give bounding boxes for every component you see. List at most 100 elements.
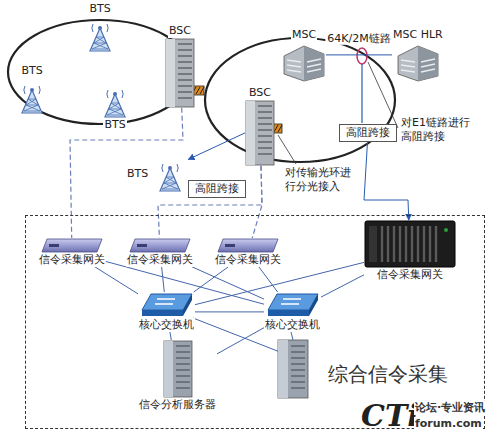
platform-region: 综合信令采集信令采集网关信令采集网关信令采集网关信令采集网关核心交换机核心交换机… [25, 215, 485, 429]
ring [8, 20, 192, 124]
gateway-server: 信令采集网关 [126, 238, 194, 267]
tap-marker [357, 48, 367, 64]
node-label: MSC [291, 28, 317, 42]
core-switch: 核心交换机 [138, 292, 195, 332]
core-switch: 核心交换机 [264, 292, 321, 332]
node-label: BTS [126, 167, 149, 181]
icon-part [90, 28, 110, 51]
link-line [95, 267, 138, 294]
node-label: 核心交换机 [138, 318, 195, 332]
icon-part [246, 101, 274, 165]
icon-part [218, 239, 278, 252]
dashed-link [70, 108, 183, 238]
icon-part [164, 341, 173, 397]
node-label: BTS [20, 64, 43, 78]
icon-part [142, 310, 183, 316]
node-label: 信令分析服务器 [138, 398, 217, 412]
link-line [217, 328, 264, 354]
icon-part [160, 168, 180, 191]
bts-tower: BTS [14, 64, 50, 114]
icon-part [382, 226, 436, 262]
hlr-building: MSC HLR [392, 28, 444, 82]
icon-part [398, 46, 438, 81]
gw-icon [129, 238, 191, 253]
link-line [170, 332, 171, 340]
tower-icon [14, 78, 50, 114]
node-label: 核心交换机 [264, 318, 321, 332]
tower-icon [82, 16, 118, 52]
bsc-icon [165, 38, 195, 108]
icon-part [284, 46, 324, 81]
callout-note: 对E1链路进行高阻跨接 [400, 116, 478, 145]
icon-part [258, 106, 272, 154]
server-building [278, 340, 308, 398]
link-label: 64K/2M链路 [325, 32, 392, 45]
icon-part [155, 299, 175, 304]
highrise-icon [163, 340, 193, 398]
bsc-building: BSC [165, 24, 195, 108]
analysis-server: 信令分析服务器 [138, 340, 217, 412]
icon-part [225, 244, 235, 247]
msc-icon [282, 42, 326, 82]
icon-part [278, 340, 288, 398]
leader-line [278, 135, 296, 164]
leader-line [368, 62, 398, 128]
icon-part [137, 244, 147, 247]
chassis-icon [364, 220, 456, 268]
icon-part [105, 94, 125, 117]
node-label: BSC [168, 24, 192, 38]
link-line [192, 267, 264, 299]
region-title: 综合信令采集 [326, 362, 450, 386]
watermark: CTi [360, 396, 420, 435]
watermark: forum.com [414, 417, 483, 431]
node-label: MSC HLR [392, 28, 444, 42]
icon-part [164, 341, 192, 397]
icon-part [92, 37, 108, 49]
bts-tower: BTS [97, 82, 133, 132]
icon-part [444, 228, 448, 232]
gateway-server: 信令采集网关 [38, 238, 106, 267]
gateway-server: 信令采集网关 [214, 238, 282, 267]
link-line [321, 275, 364, 297]
icon-part [291, 346, 305, 388]
link-line [195, 311, 264, 312]
icon-part [107, 103, 123, 115]
icon-part [304, 46, 324, 81]
icon-part [42, 239, 102, 252]
node-label: 信令采集网关 [376, 268, 444, 282]
gw-icon [41, 238, 103, 253]
wire [291, 332, 293, 340]
icon-part [246, 101, 255, 165]
node-label: BTS [103, 118, 126, 132]
icon-part [268, 310, 309, 316]
bsc-building: BSC [245, 86, 275, 166]
node-label: BSC [248, 86, 272, 100]
bts-tower: BTS [126, 156, 188, 192]
gw-icon [217, 238, 279, 253]
link-line [194, 267, 229, 292]
link-line [162, 267, 165, 292]
icon-part [287, 59, 321, 72]
icon-part [278, 340, 308, 398]
icon-part [130, 239, 190, 252]
link-line [364, 142, 409, 220]
gateway-chassis: 信令采集网关 [364, 220, 456, 282]
switch-icon [267, 292, 319, 318]
icon-part [365, 221, 455, 267]
icon-part [401, 59, 435, 72]
link-line [188, 133, 245, 160]
icon-part [369, 226, 377, 262]
switch-icon [141, 292, 193, 318]
tap-box: 高阻跨接 [339, 124, 397, 142]
icon-part [281, 299, 301, 304]
node-label: BTS [88, 2, 111, 16]
watermark: 论坛·专业资讯 [414, 401, 486, 415]
tower-icon [97, 82, 133, 118]
icon-part [166, 39, 194, 107]
dashed-link [158, 166, 262, 238]
icon-part [162, 177, 178, 189]
icon-part [176, 346, 190, 388]
bsc2-icon [245, 100, 275, 166]
msc-icon [396, 42, 440, 82]
